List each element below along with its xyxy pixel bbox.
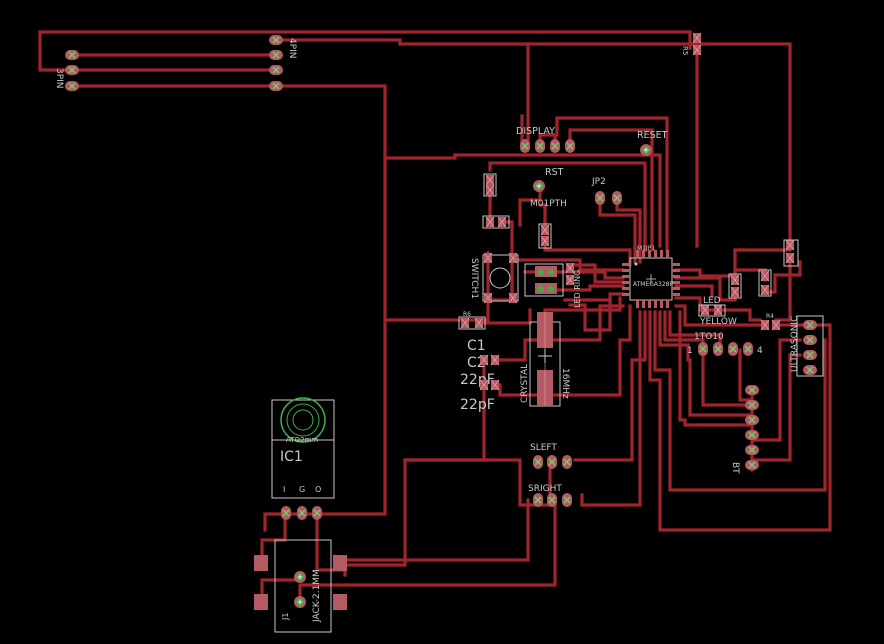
label-jp2: JP2 — [591, 177, 606, 187]
label-ultrasonic: ULTRASONIC — [790, 316, 800, 372]
label-rst: RST — [545, 167, 564, 178]
label-switch1: SWITCH1 — [469, 258, 479, 299]
label-4pin: 4PIN — [287, 38, 297, 59]
label-sright: SRIGHT — [528, 484, 562, 494]
label-1: 1 — [687, 346, 693, 356]
label-sleft: SLEFT — [530, 443, 557, 453]
label-led-ring: LED RING — [573, 270, 582, 308]
mcu-atmega328p: M1JP1 ATMEGA328P — [622, 245, 680, 308]
label-crystal: CRYSTAL — [520, 364, 530, 403]
label-r5: R5 — [681, 46, 689, 55]
label-yellow: YELLOW — [699, 317, 737, 327]
resistor-r5: R5 — [681, 32, 702, 56]
crystal-16mhz: CRYSTAL 16MHz — [520, 312, 570, 407]
label-jack-ref: J1 — [281, 613, 290, 621]
label-4: 4 — [757, 346, 763, 356]
label-pwr-g: G — [299, 485, 305, 494]
label-r4: R4 — [766, 313, 774, 320]
label-mcu-ref: M1JP1 — [637, 245, 655, 252]
smd-parts-right — [728, 239, 799, 299]
label-c1: C1 — [467, 338, 486, 354]
regulator-ic1: ATO2mm IC1 I G O — [271, 397, 335, 521]
header-sleft: SLEFT — [530, 443, 573, 470]
jumper-jp2: JP2 — [591, 177, 623, 206]
resistor-r4: R4 — [760, 313, 781, 331]
label-reset: RESET — [637, 130, 668, 141]
label-ic1: IC1 — [280, 449, 303, 465]
label-display: DISPLAY — [516, 126, 555, 137]
header-4pin: 4PIN — [268, 34, 297, 92]
label-mcu: ATMEGA328P — [633, 281, 673, 288]
trace — [38, 30, 74, 72]
label-led: LED — [703, 296, 721, 306]
label-1to10: 1TO10 — [694, 332, 724, 342]
rst-pad: RST M01PTH — [530, 167, 567, 209]
header-display: DISPLAY — [516, 126, 576, 154]
reset-pad: RESET — [637, 130, 668, 157]
led-yellow: LED YELLOW — [698, 296, 737, 327]
label-pwr-o: O — [315, 485, 321, 494]
power-jack: JACK-2.1MM J1 — [254, 539, 347, 633]
label-m01pth: M01PTH — [530, 199, 567, 209]
switch1: SWITCH1 — [469, 252, 519, 304]
header-1to10: 1TO10 1 4 — [687, 332, 763, 357]
label-crystal-freq: 16MHz — [560, 368, 570, 399]
header-sright: SRIGHT — [528, 484, 573, 508]
label-bt: BT — [730, 462, 740, 474]
label-ic1-pkg: ATO2mm — [286, 436, 318, 444]
label-jack: JACK-2.1MM — [312, 569, 322, 623]
label-r6: R6 — [463, 311, 471, 318]
capacitor-c1: C1 C2 22pF 22pF — [460, 338, 500, 413]
label-c2-value: 22pF — [460, 372, 495, 388]
led-ring: LED RING — [524, 262, 582, 308]
header-ultrasonic: ULTRASONIC — [790, 315, 824, 377]
resistor-r6: R6 — [458, 311, 486, 330]
label-c1-value: 22pF — [460, 397, 495, 413]
label-pwr-i: I — [283, 485, 285, 494]
header-bt: BT — [730, 384, 760, 474]
label-3pin: 3PIN — [54, 68, 64, 89]
header-3pin: 3PIN — [54, 49, 80, 92]
smd-parts-left — [482, 173, 552, 249]
